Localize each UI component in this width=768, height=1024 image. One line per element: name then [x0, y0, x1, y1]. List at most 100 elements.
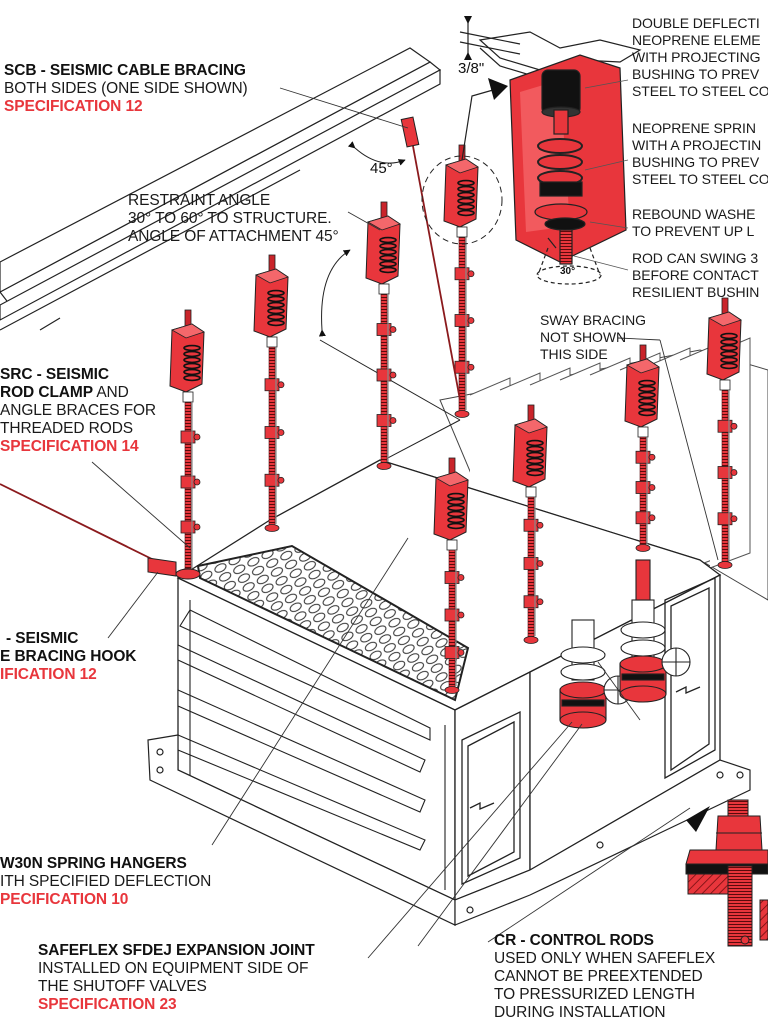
- callout-scb-line: BOTH SIDES (ONE SIDE SHOWN): [4, 80, 248, 97]
- rod-clamp: [444, 571, 460, 584]
- detail-double-line-2: NEOPRENE ELEME: [632, 32, 761, 48]
- callout-scb-spec: SPECIFICATION 12: [4, 98, 143, 115]
- callout-src: SRC - SEISMIC ROD CLAMP AND ANGLE BRACES…: [0, 366, 156, 456]
- rod-clamp: [523, 557, 539, 570]
- rod-clamp: [635, 511, 651, 525]
- louver-blades: [177, 600, 446, 890]
- rod-clamp: [376, 368, 392, 382]
- callout-hook-spec: IFICATION 12: [0, 666, 97, 683]
- detail-double-deflection: DOUBLE DEFLECTI NEOPRENE ELEME WITH PROJ…: [632, 15, 768, 100]
- callout-cr-line-1: USED ONLY WHEN SAFEFLEX: [494, 950, 716, 967]
- cable-end-fittings: [147, 116, 420, 580]
- rod-clamp: [635, 450, 651, 464]
- callout-cr-line-2: CANNOT BE PREEXTENDED: [494, 968, 703, 985]
- detail-double-line-4: BUSHING TO PREV: [632, 66, 760, 82]
- restraint-line-1: RESTRAINT ANGLE: [128, 192, 271, 209]
- rod-clamp: [376, 323, 392, 336]
- detail-swing-line-2: BEFORE CONTACT: [632, 267, 759, 283]
- spring-hanger: [443, 144, 479, 418]
- detail-spring-line-4: STEEL TO STEEL CO: [632, 171, 768, 187]
- rod-clamp: [523, 595, 539, 609]
- rod-clamp: [180, 430, 196, 444]
- callout-src-line-2: THREADED RODS: [0, 420, 134, 437]
- rod-clamp: [264, 426, 280, 439]
- dim-swing-angle: 30°: [560, 266, 576, 277]
- callout-w30n-line: ITH SPECIFIED DEFLECTION: [0, 873, 212, 890]
- rod-clamp: [717, 512, 733, 526]
- rod-clamp: [635, 481, 651, 494]
- pipe-valve-assembly: [559, 559, 691, 729]
- callout-hook: - SEISMIC E BRACING HOOK IFICATION 12: [0, 630, 136, 684]
- detail-double-line-3: WITH PROJECTING: [632, 49, 761, 65]
- angle-arc-45: [347, 141, 406, 166]
- callout-src-line-1: ANGLE BRACES FOR: [0, 402, 157, 419]
- callout-w30n-title: W30N SPRING HANGERS: [0, 855, 187, 872]
- base-rail: [147, 734, 751, 926]
- rod-clamp: [717, 466, 733, 479]
- detail-spring-line-3: BUSHING TO PREV: [632, 154, 760, 170]
- control-rod-detail: [685, 799, 768, 947]
- restraint-line-2: 30° TO 60° TO STRUCTURE.: [128, 210, 332, 227]
- callout-cr-line-3: TO PRESSURIZED LENGTH: [494, 986, 695, 1003]
- detail-double-line-5: STEEL TO STEEL CO: [632, 83, 768, 99]
- angle-arc-restraint: [318, 249, 351, 337]
- dim-gap: 3/8": [458, 60, 485, 77]
- rod-clamp: [264, 473, 280, 487]
- detail-double-line-1: DOUBLE DEFLECTI: [632, 15, 760, 31]
- callout-safeflex-line-1: INSTALLED ON EQUIPMENT SIDE OF: [38, 960, 309, 977]
- callout-cr-line-4: DURING INSTALLATION: [494, 1004, 666, 1021]
- callout-w30n: W30N SPRING HANGERS ITH SPECIFIED DEFLEC…: [0, 855, 211, 909]
- restraint-line-3: ANGLE OF ATTACHMENT 45°: [128, 228, 339, 245]
- spring-hanger: [433, 457, 469, 694]
- detail-rod-swing: ROD CAN SWING 3 BEFORE CONTACT RESILIENT…: [632, 250, 759, 301]
- detail-rebound-line-2: TO PREVENT UP L: [632, 223, 755, 239]
- dim-cable-angle: 45°: [370, 160, 393, 177]
- spring-hanger: [624, 344, 660, 552]
- detail-rebound-washer: REBOUND WASHE TO PREVENT UP L: [632, 206, 756, 240]
- rod-clamp: [180, 520, 196, 534]
- callout-cr-title: CR - CONTROL RODS: [494, 932, 654, 949]
- leader-lines: [91, 87, 719, 959]
- callout-safeflex-line-2: THE SHUTOFF VALVES: [38, 978, 207, 995]
- callout-src-title-2-tail: AND: [92, 384, 129, 401]
- rod-clamp: [444, 646, 460, 659]
- rod-clamp: [454, 360, 470, 374]
- rod-clamp: [264, 378, 280, 392]
- callout-sway: SWAY BRACING NOT SHOWN THIS SIDE: [540, 312, 646, 363]
- rod-clamp: [454, 267, 470, 281]
- rod-clamp: [444, 608, 460, 622]
- callout-src-spec: SPECIFICATION 14: [0, 438, 139, 455]
- callout-restraint-angle: RESTRAINT ANGLE 30° TO 60° TO STRUCTURE.…: [128, 192, 339, 246]
- spring-hanger: [253, 254, 289, 532]
- detail-highlight-circle: [421, 155, 503, 245]
- rod-clamp: [376, 414, 392, 427]
- detail-spring-line-2: WITH A PROJECTIN: [632, 137, 762, 153]
- spring-hanger: [365, 201, 401, 470]
- rod-clamp: [717, 419, 733, 433]
- callout-scb-title: SCB - SEISMIC CABLE BRACING: [4, 62, 246, 79]
- detail-neoprene-spring: NEOPRENE SPRIN WITH A PROJECTIN BUSHING …: [632, 120, 768, 188]
- callout-safeflex: SAFEFLEX SFDEJ EXPANSION JOINT INSTALLED…: [38, 942, 315, 1014]
- callout-safeflex-title: SAFEFLEX SFDEJ EXPANSION JOINT: [38, 942, 315, 959]
- callout-sway-line-3: THIS SIDE: [540, 346, 608, 362]
- spring-hanger: [169, 309, 205, 576]
- callout-hook-title-2: E BRACING HOOK: [0, 648, 137, 665]
- callout-safeflex-spec: SPECIFICATION 23: [38, 996, 177, 1013]
- rod-clamp: [523, 518, 539, 532]
- callout-src-title-2: ROD CLAMP: [0, 384, 93, 401]
- rod-clamp: [454, 314, 470, 327]
- hanger-detail: [459, 16, 642, 285]
- structural-beam: [0, 47, 442, 331]
- callout-hook-title-1: - SEISMIC: [6, 630, 79, 647]
- rod-clamp: [180, 475, 196, 489]
- seismic-cable: [0, 129, 461, 563]
- detail-spring-line-1: NEOPRENE SPRIN: [632, 120, 756, 136]
- callout-sway-line-1: SWAY BRACING: [540, 312, 646, 328]
- callout-cr: CR - CONTROL RODS USED ONLY WHEN SAFEFLE…: [494, 932, 715, 1022]
- detail-swing-line-1: ROD CAN SWING 3: [632, 250, 759, 266]
- callout-sway-line-2: NOT SHOWN: [540, 329, 626, 345]
- spring-hanger: [512, 404, 548, 644]
- spring-hangers: [169, 144, 742, 694]
- callout-src-title: SRC - SEISMIC: [0, 366, 109, 383]
